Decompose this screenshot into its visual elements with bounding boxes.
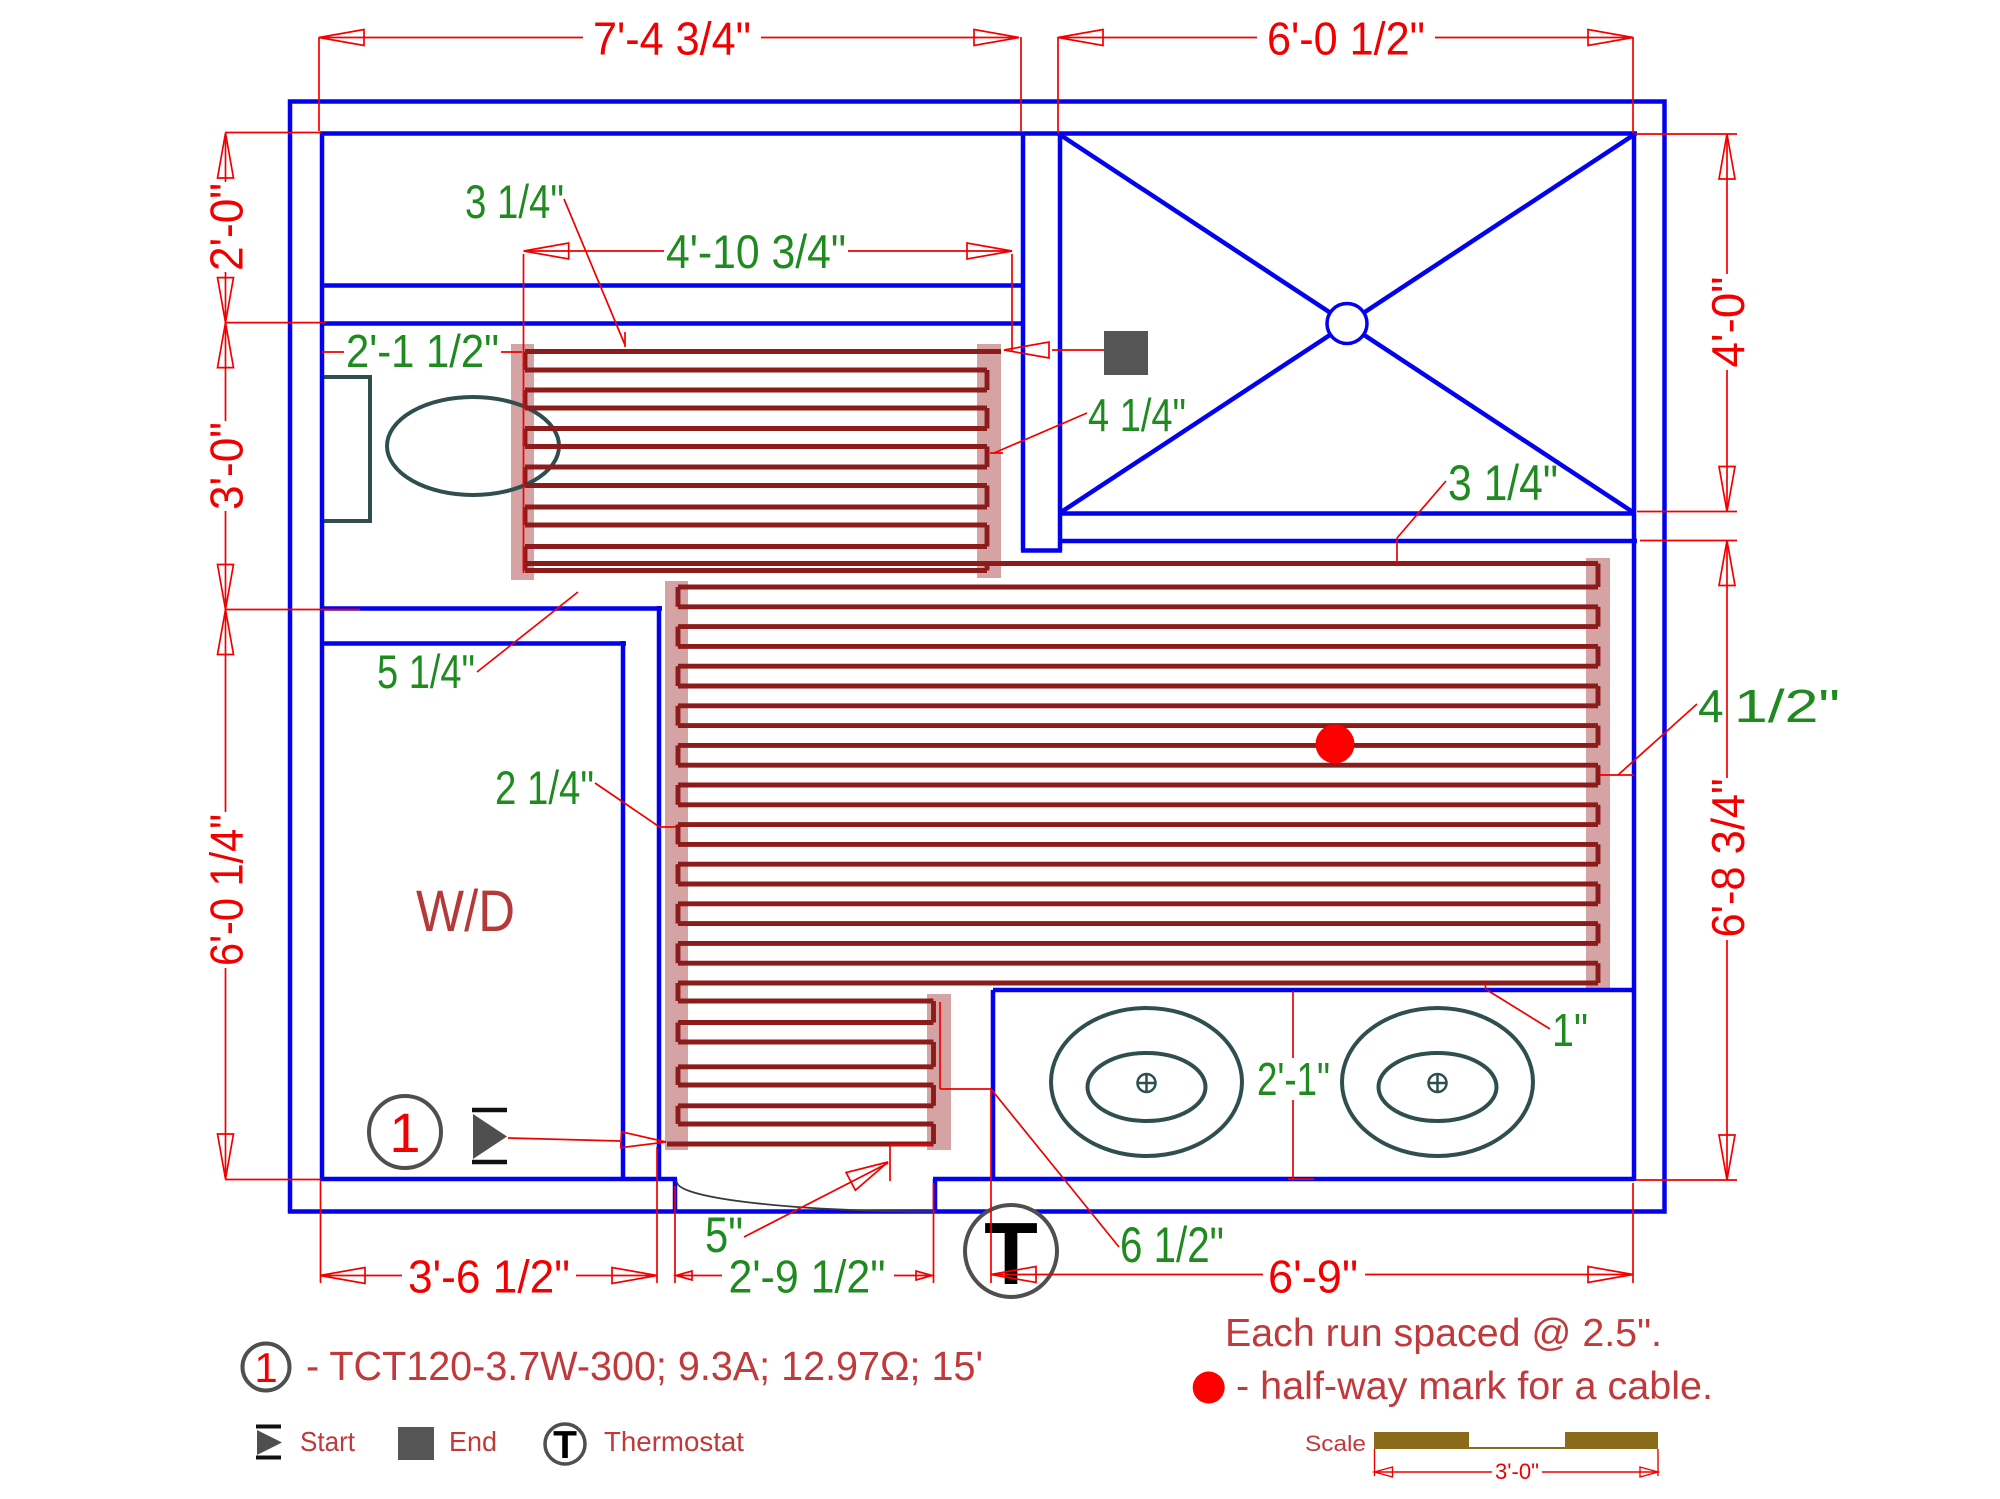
svg-text:2'-1 1/2": 2'-1 1/2"	[346, 325, 499, 377]
svg-text:2'-0": 2'-0"	[201, 183, 253, 271]
svg-text:2'-1": 2'-1"	[1257, 1053, 1330, 1105]
svg-text:4: 4	[1698, 680, 1724, 732]
svg-text:4 1/4": 4 1/4"	[1088, 389, 1186, 441]
svg-text:W/D: W/D	[416, 879, 515, 944]
svg-text:End: End	[449, 1426, 497, 1457]
svg-text:T: T	[553, 1424, 577, 1467]
svg-text:2'-9 1/2": 2'-9 1/2"	[729, 1251, 886, 1303]
svg-text:5 1/4": 5 1/4"	[377, 645, 475, 698]
svg-text:3'-0": 3'-0"	[1495, 1459, 1539, 1484]
svg-text:Scale: Scale	[1305, 1431, 1366, 1456]
svg-text:6'-0 1/4": 6'-0 1/4"	[201, 814, 253, 966]
svg-text:6'-9": 6'-9"	[1268, 1251, 1358, 1303]
svg-text:3 1/4": 3 1/4"	[465, 175, 564, 228]
svg-text:T: T	[984, 1204, 1038, 1303]
svg-text:- TCT120-3.7W-300; 9.3A; 12.97: - TCT120-3.7W-300; 9.3A; 12.97Ω; 15'	[306, 1343, 983, 1389]
svg-text:Thermostat: Thermostat	[604, 1426, 744, 1457]
svg-text:Start: Start	[300, 1426, 355, 1457]
svg-text:1: 1	[254, 1344, 277, 1391]
svg-text:6'-8 3/4": 6'-8 3/4"	[1702, 779, 1754, 938]
svg-text:Each run spaced @ 2.5".: Each run spaced @ 2.5".	[1225, 1312, 1662, 1355]
svg-text:4'-0": 4'-0"	[1702, 277, 1754, 368]
svg-text:6'-0 1/2": 6'-0 1/2"	[1267, 13, 1425, 65]
svg-text:6 1/2": 6 1/2"	[1120, 1217, 1224, 1273]
svg-text:1": 1"	[1552, 1004, 1588, 1056]
svg-text:7'-4 3/4": 7'-4 3/4"	[593, 13, 751, 65]
svg-text:- half-way mark for a cable.: - half-way mark for a cable.	[1236, 1365, 1713, 1408]
svg-text:1/2": 1/2"	[1734, 680, 1840, 732]
svg-text:2 1/4": 2 1/4"	[495, 761, 594, 814]
svg-text:3'-6 1/2": 3'-6 1/2"	[408, 1251, 570, 1303]
svg-text:4'-10 3/4": 4'-10 3/4"	[666, 225, 846, 278]
svg-text:5": 5"	[705, 1207, 743, 1263]
svg-text:1: 1	[389, 1101, 420, 1164]
svg-text:3 1/4": 3 1/4"	[1448, 455, 1558, 511]
svg-text:3'-0": 3'-0"	[201, 422, 253, 510]
